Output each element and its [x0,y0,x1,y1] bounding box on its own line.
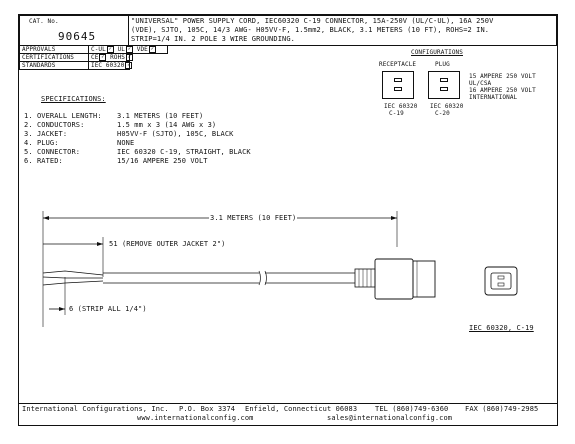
spec-item: 3. JACKET: [24,130,68,138]
wire-strip-dimension: 6 (STRIP ALL 1/4") [69,305,147,313]
check-icon: ✓ [106,46,114,53]
plug-label: PLUG [435,61,450,68]
approvals-values: C-UL✓ UL✓ VDE✓ [91,46,156,53]
footer-web[interactable]: www.internationalconfig.com [137,414,254,422]
configurations-title: CONFIGURATIONS [411,49,463,56]
check-icon: ✓ [99,54,107,61]
spec-value: H05VV-F (SJTO), 105C, BLACK [117,130,234,138]
footer-po-box: P.O. Box 3374 [179,405,236,413]
spec-value: 1.5 mm x 3 (14 AWG x 3) [117,121,217,129]
overall-length-dimension: 3.1 METERS (10 FEET) [209,214,298,222]
check-icon: ✓ [148,46,156,53]
description-line-2: (VDE), SJTO, 105C, 14/3 AWG- H05VV-F, 1.… [131,26,490,34]
footer-fax: FAX (860)749-2985 [465,405,539,413]
plug-icon [428,71,460,99]
jacket-strip-dimension: 51 (REMOVE OUTER JACKET 2") [109,240,226,248]
footer-company: International Configurations, Inc. [22,405,169,413]
footer-address: Enfield, Connecticut 06083 [245,405,358,413]
receptacle-caption-1: IEC 60320 [384,103,418,110]
spec-item: 2. CONDUCTORS: [24,121,85,129]
spec-value: 3.1 METERS (10 FEET) [117,112,204,120]
spec-value: NONE [117,139,135,147]
approval-cul: C-UL [91,46,106,53]
cat-number: 90645 [58,30,97,43]
approval-ul: UL [117,46,126,53]
description-line-3: STRIP=1/4 IN. 2 POLE 3 WIRE GROUNDING. [131,35,295,43]
receptacle-caption-2: C-19 [389,110,404,117]
spec-item: 6. RATED: [24,157,63,165]
connector-type-label: IEC 60320, C-19 [469,324,534,332]
check-icon: ✓ [126,46,134,53]
spec-item: 5. CONNECTOR: [24,148,81,156]
spec-value: IEC 60320 C-19, STRAIGHT, BLACK [117,148,251,156]
cert-ce: CE [91,54,99,61]
footer-divider [19,403,557,404]
standards-label: STANDARDS [22,62,56,69]
footer-email[interactable]: sales@internationalconfig.com [327,414,453,422]
certifications-label: CERTIFICATIONS [22,54,74,61]
rating-1: 15 AMPERE 250 VOLT [469,73,536,80]
description-box: "UNIVERSAL" POWER SUPPLY CORD, IEC60320 … [128,15,557,46]
approvals-label: APPROVALS [22,46,56,53]
drawing-sheet: CAT. No. 90645 "UNIVERSAL" POWER SUPPLY … [18,14,558,426]
receptacle-icon [382,71,414,99]
standard-iec: IEC 60320 [91,62,125,69]
certifications-values: CE✓ ROHS✓ [91,54,134,61]
spec-value: 15/16 AMPERE 250 VOLT [117,157,208,165]
standards-values-cell: IEC 60320✓ [88,61,133,70]
cert-rohs: ROHS [110,54,126,61]
footer-tel: TEL (860)749-6360 [375,405,449,413]
rating-3: 16 AMPERE 250 VOLT [469,87,536,94]
check-icon: ✓ [126,54,134,61]
spec-item: 4. PLUG: [24,139,59,147]
certifications-values-cell: CE✓ ROHS✓ [88,53,134,62]
receptacle-label: RECEPTACLE [379,61,417,68]
check-icon: ✓ [125,62,133,69]
spec-item: 1. OVERALL LENGTH: [24,112,102,120]
approval-vde: VDE [136,46,148,53]
cat-label: CAT. No. [29,18,59,25]
plug-caption-1: IEC 60320 [430,103,464,110]
rating-4: INTERNATIONAL [469,94,518,101]
description-line-1: "UNIVERSAL" POWER SUPPLY CORD, IEC60320 … [131,17,494,25]
rating-2: UL/CSA [469,80,492,87]
standards-values: IEC 60320✓ [91,62,133,69]
plug-caption-2: C-20 [435,110,450,117]
specifications-title: SPECIFICATIONS: [41,95,106,103]
